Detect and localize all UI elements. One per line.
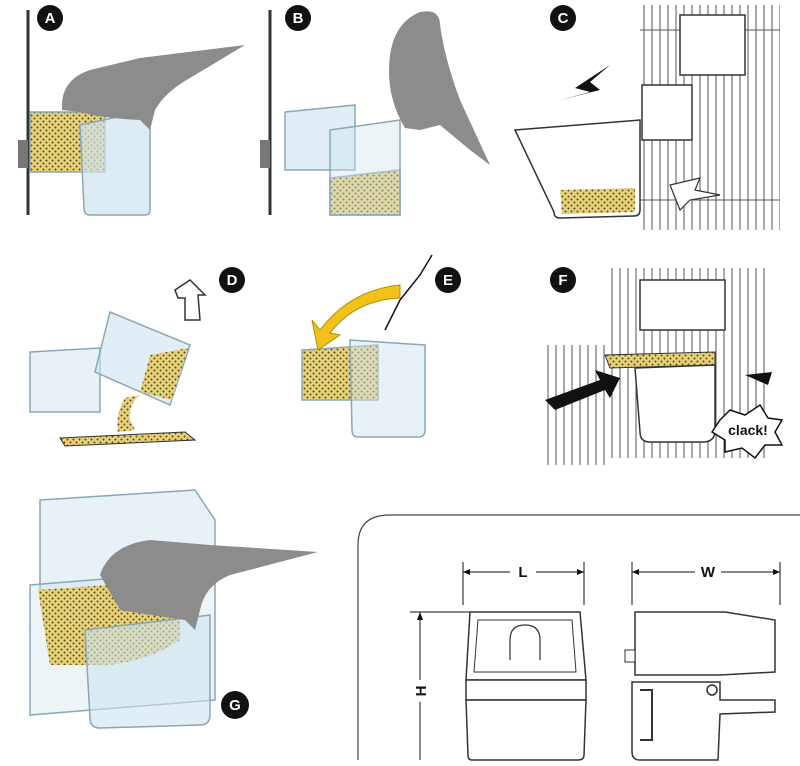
- panel-f: clack! F: [545, 267, 784, 465]
- bird-silhouette: [389, 11, 490, 165]
- arrow-tilt: [174, 279, 207, 321]
- drinking-cup: [84, 614, 211, 729]
- cage-mount: [639, 279, 726, 331]
- side-hood: [634, 611, 776, 676]
- seed-pile: [59, 431, 197, 447]
- step-label-d: D: [227, 272, 238, 289]
- panel-a: A: [18, 5, 245, 216]
- mount-clip: [260, 140, 270, 168]
- cage-wire: [384, 254, 433, 331]
- front-cup: [465, 699, 587, 761]
- bird-silhouette: [61, 45, 245, 130]
- step-label-e: E: [443, 272, 453, 289]
- drinking-cup: [329, 119, 401, 216]
- panel-b: B: [260, 5, 490, 216]
- step-badge-g: [221, 691, 249, 719]
- step-label-a: A: [45, 10, 56, 27]
- step-badge-f: [550, 267, 576, 293]
- step-badge-b: [285, 5, 311, 31]
- clack-burst: [710, 403, 784, 460]
- empty-container: [29, 347, 101, 413]
- step-badge-d: [219, 267, 245, 293]
- side-hook: [640, 689, 653, 741]
- width-label: W: [701, 564, 716, 581]
- arrow-push-up: [669, 177, 721, 212]
- step-badge-e: [435, 267, 461, 293]
- arrow-insert: [560, 65, 610, 100]
- side-view: W: [624, 562, 781, 761]
- front-tray: [465, 679, 587, 701]
- side-cup: [631, 681, 776, 761]
- mount-bracket: [641, 84, 693, 141]
- cage-mount: [679, 14, 746, 76]
- feeder-cup: [634, 364, 716, 443]
- dimensions-panel: L H W: [357, 514, 800, 761]
- step-label-b: B: [293, 10, 304, 27]
- mount-clip: [18, 140, 28, 168]
- length-label: L: [518, 564, 527, 581]
- front-view: L H: [410, 562, 587, 761]
- seed-fill: [140, 348, 188, 400]
- panel-g: G: [29, 489, 318, 729]
- clack-callout: clack!: [728, 422, 768, 438]
- arrow-click: [745, 372, 772, 385]
- step-label-c: C: [558, 10, 569, 27]
- drinking-cup: [349, 339, 426, 438]
- arrow-return: [311, 284, 401, 351]
- bird-silhouette: [100, 540, 318, 630]
- feed-opening: [509, 624, 541, 660]
- step-badge-c: [550, 5, 576, 31]
- panel-border: [357, 514, 800, 760]
- step-label-g: G: [229, 697, 241, 714]
- seed-pour: [117, 395, 140, 432]
- drinking-cup: [79, 109, 151, 216]
- step-badge-a: [37, 5, 63, 31]
- panel-d: D: [29, 267, 245, 447]
- height-label: H: [413, 686, 430, 697]
- panel-c: C: [513, 5, 780, 230]
- empty-container: [284, 104, 356, 171]
- step-label-f: F: [558, 272, 567, 289]
- panel-e: E: [301, 254, 461, 438]
- seed-fill: [560, 188, 635, 214]
- arrow-push: [545, 370, 620, 410]
- front-hood: [465, 611, 587, 681]
